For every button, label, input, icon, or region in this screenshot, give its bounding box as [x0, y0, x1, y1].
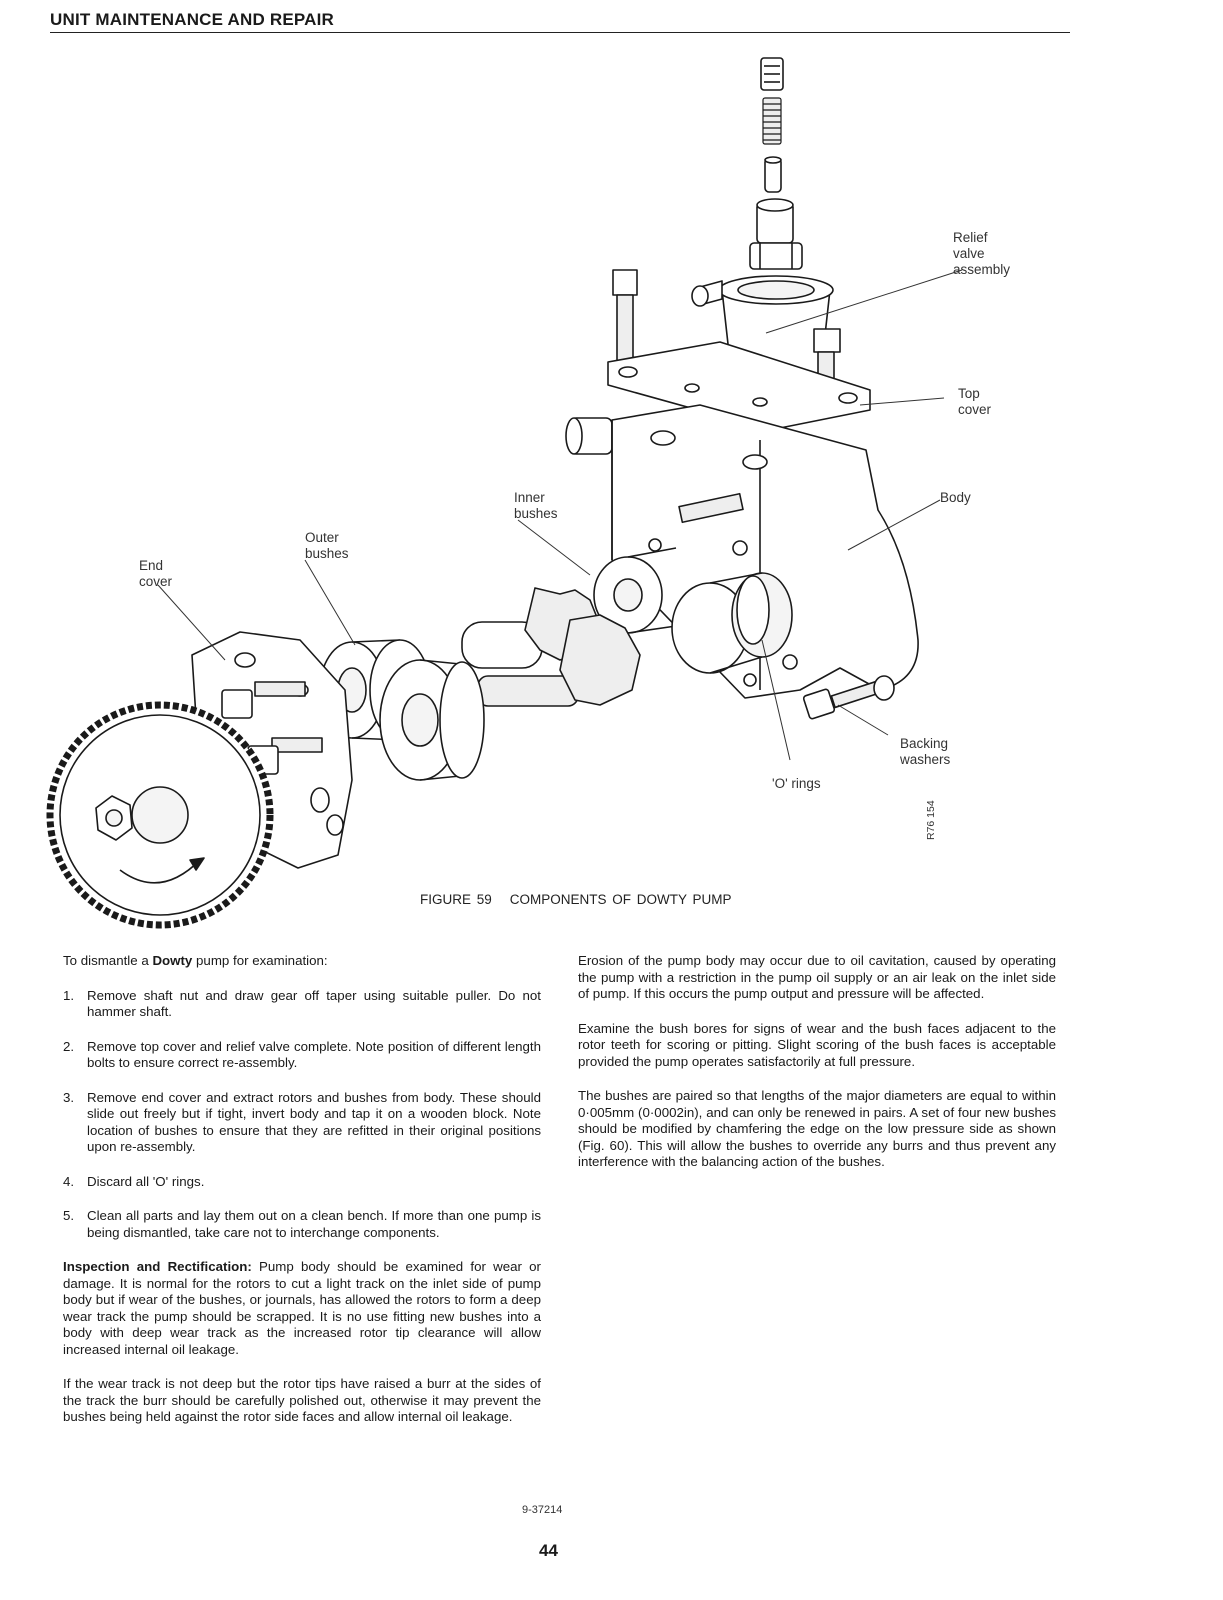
outer-bush-lower [379, 659, 485, 781]
document-number: 9-37214 [522, 1504, 563, 1516]
step-number: 2. [63, 1038, 75, 1054]
callout-o-rings: 'O' rings [772, 776, 821, 791]
relief-valve-spring [762, 97, 782, 145]
exploded-pump-figure: Relief valve assembly Top cover Body Inn… [46, 57, 1011, 929]
step-item: 5. Clean all parts and lay them out on a … [63, 1208, 541, 1241]
right-column: Erosion of the pump body may occur due t… [578, 953, 1056, 1189]
step-text: Discard all 'O' rings. [87, 1173, 205, 1189]
rotor-lower [477, 614, 641, 707]
callout-outer-bushes: Outer bushes [305, 530, 349, 561]
step-number: 4. [63, 1173, 75, 1189]
step-item: 3. Remove end cover and extract rotors an… [63, 1090, 541, 1156]
erosion-paragraph: Erosion of the pump body may occur due t… [578, 953, 1056, 1001]
header-title: UNIT MAINTENANCE AND REPAIR [50, 10, 335, 29]
callout-backing-washers: Backing washers [900, 736, 951, 767]
page-header: UNIT MAINTENANCE AND REPAIR [50, 10, 1070, 33]
top-cover-plate [607, 341, 871, 431]
backing-washer-bolt [802, 679, 884, 720]
bush-bores-paragraph: Examine the bush bores for signs of wear… [578, 1020, 1056, 1069]
callout-inner-bushes: Inner bushes [514, 490, 558, 521]
inspection-paragraph: Inspection and Rectification: Pump body … [63, 1259, 541, 1358]
shaft-nut [95, 795, 133, 841]
intro-bold: Dowty [152, 953, 193, 968]
intro-paragraph: To dismantle a Dowty pump for examinatio… [63, 953, 541, 970]
step-number: 3. [63, 1089, 75, 1105]
step-item: 2. Remove top cover and relief valve comp… [63, 1039, 541, 1072]
intro-suffix: pump for examination: [192, 953, 328, 968]
step-number: 1. [63, 987, 75, 1003]
bush-pairing-paragraph: The bushes are paired so that lengths of… [578, 1088, 1056, 1169]
pump-exploded-drawing [46, 57, 963, 929]
inlet-stub [565, 417, 613, 455]
figure-reference-code: R76 154 [925, 800, 937, 840]
callout-top-cover: Top cover [958, 386, 992, 417]
relief-valve-plunger [764, 156, 782, 193]
intro-prefix: To dismantle a [63, 953, 153, 968]
left-column: To dismantle a Dowty pump for examinatio… [63, 953, 541, 1444]
step-text: Clean all parts and lay them out on a cl… [87, 1208, 541, 1240]
o-ring-inner [736, 575, 770, 645]
callout-relief-valve-assembly: Relief valve assembly [953, 230, 1011, 277]
figure-caption: FIGURE 59 COMPONENTS OF DOWTY PUMP [420, 892, 750, 907]
figure-number: FIGURE 59 [420, 892, 492, 907]
callout-end-cover: End cover [139, 558, 173, 589]
top-cover-bolt-left [612, 269, 638, 371]
step-text: Remove top cover and relief valve comple… [87, 1038, 541, 1071]
relief-valve-cap [760, 57, 784, 91]
step-text: Remove shaft nut and draw gear off taper… [87, 987, 541, 1020]
drive-gear [46, 701, 274, 929]
step-item: 4. Discard all 'O' rings. [63, 1174, 541, 1191]
burr-paragraph: If the wear track is not deep but the ro… [63, 1376, 541, 1424]
step-text: Remove end cover and extract rotors and … [87, 1089, 541, 1155]
step-number: 5. [63, 1208, 75, 1223]
inspection-heading: Inspection and Rectification: [63, 1259, 252, 1274]
page-number: 44 [539, 1541, 558, 1560]
inner-bush-upper [593, 547, 677, 634]
step-item: 1. Remove shaft nut and draw gear off tap… [63, 988, 541, 1021]
inspection-text: Pump body should be examined for wear or… [63, 1259, 541, 1357]
figure-title: COMPONENTS OF DOWTY PUMP [509, 892, 732, 907]
relief-valve-fitting [749, 198, 803, 270]
o-ring-side [873, 675, 895, 701]
callout-body: Body [940, 490, 971, 505]
